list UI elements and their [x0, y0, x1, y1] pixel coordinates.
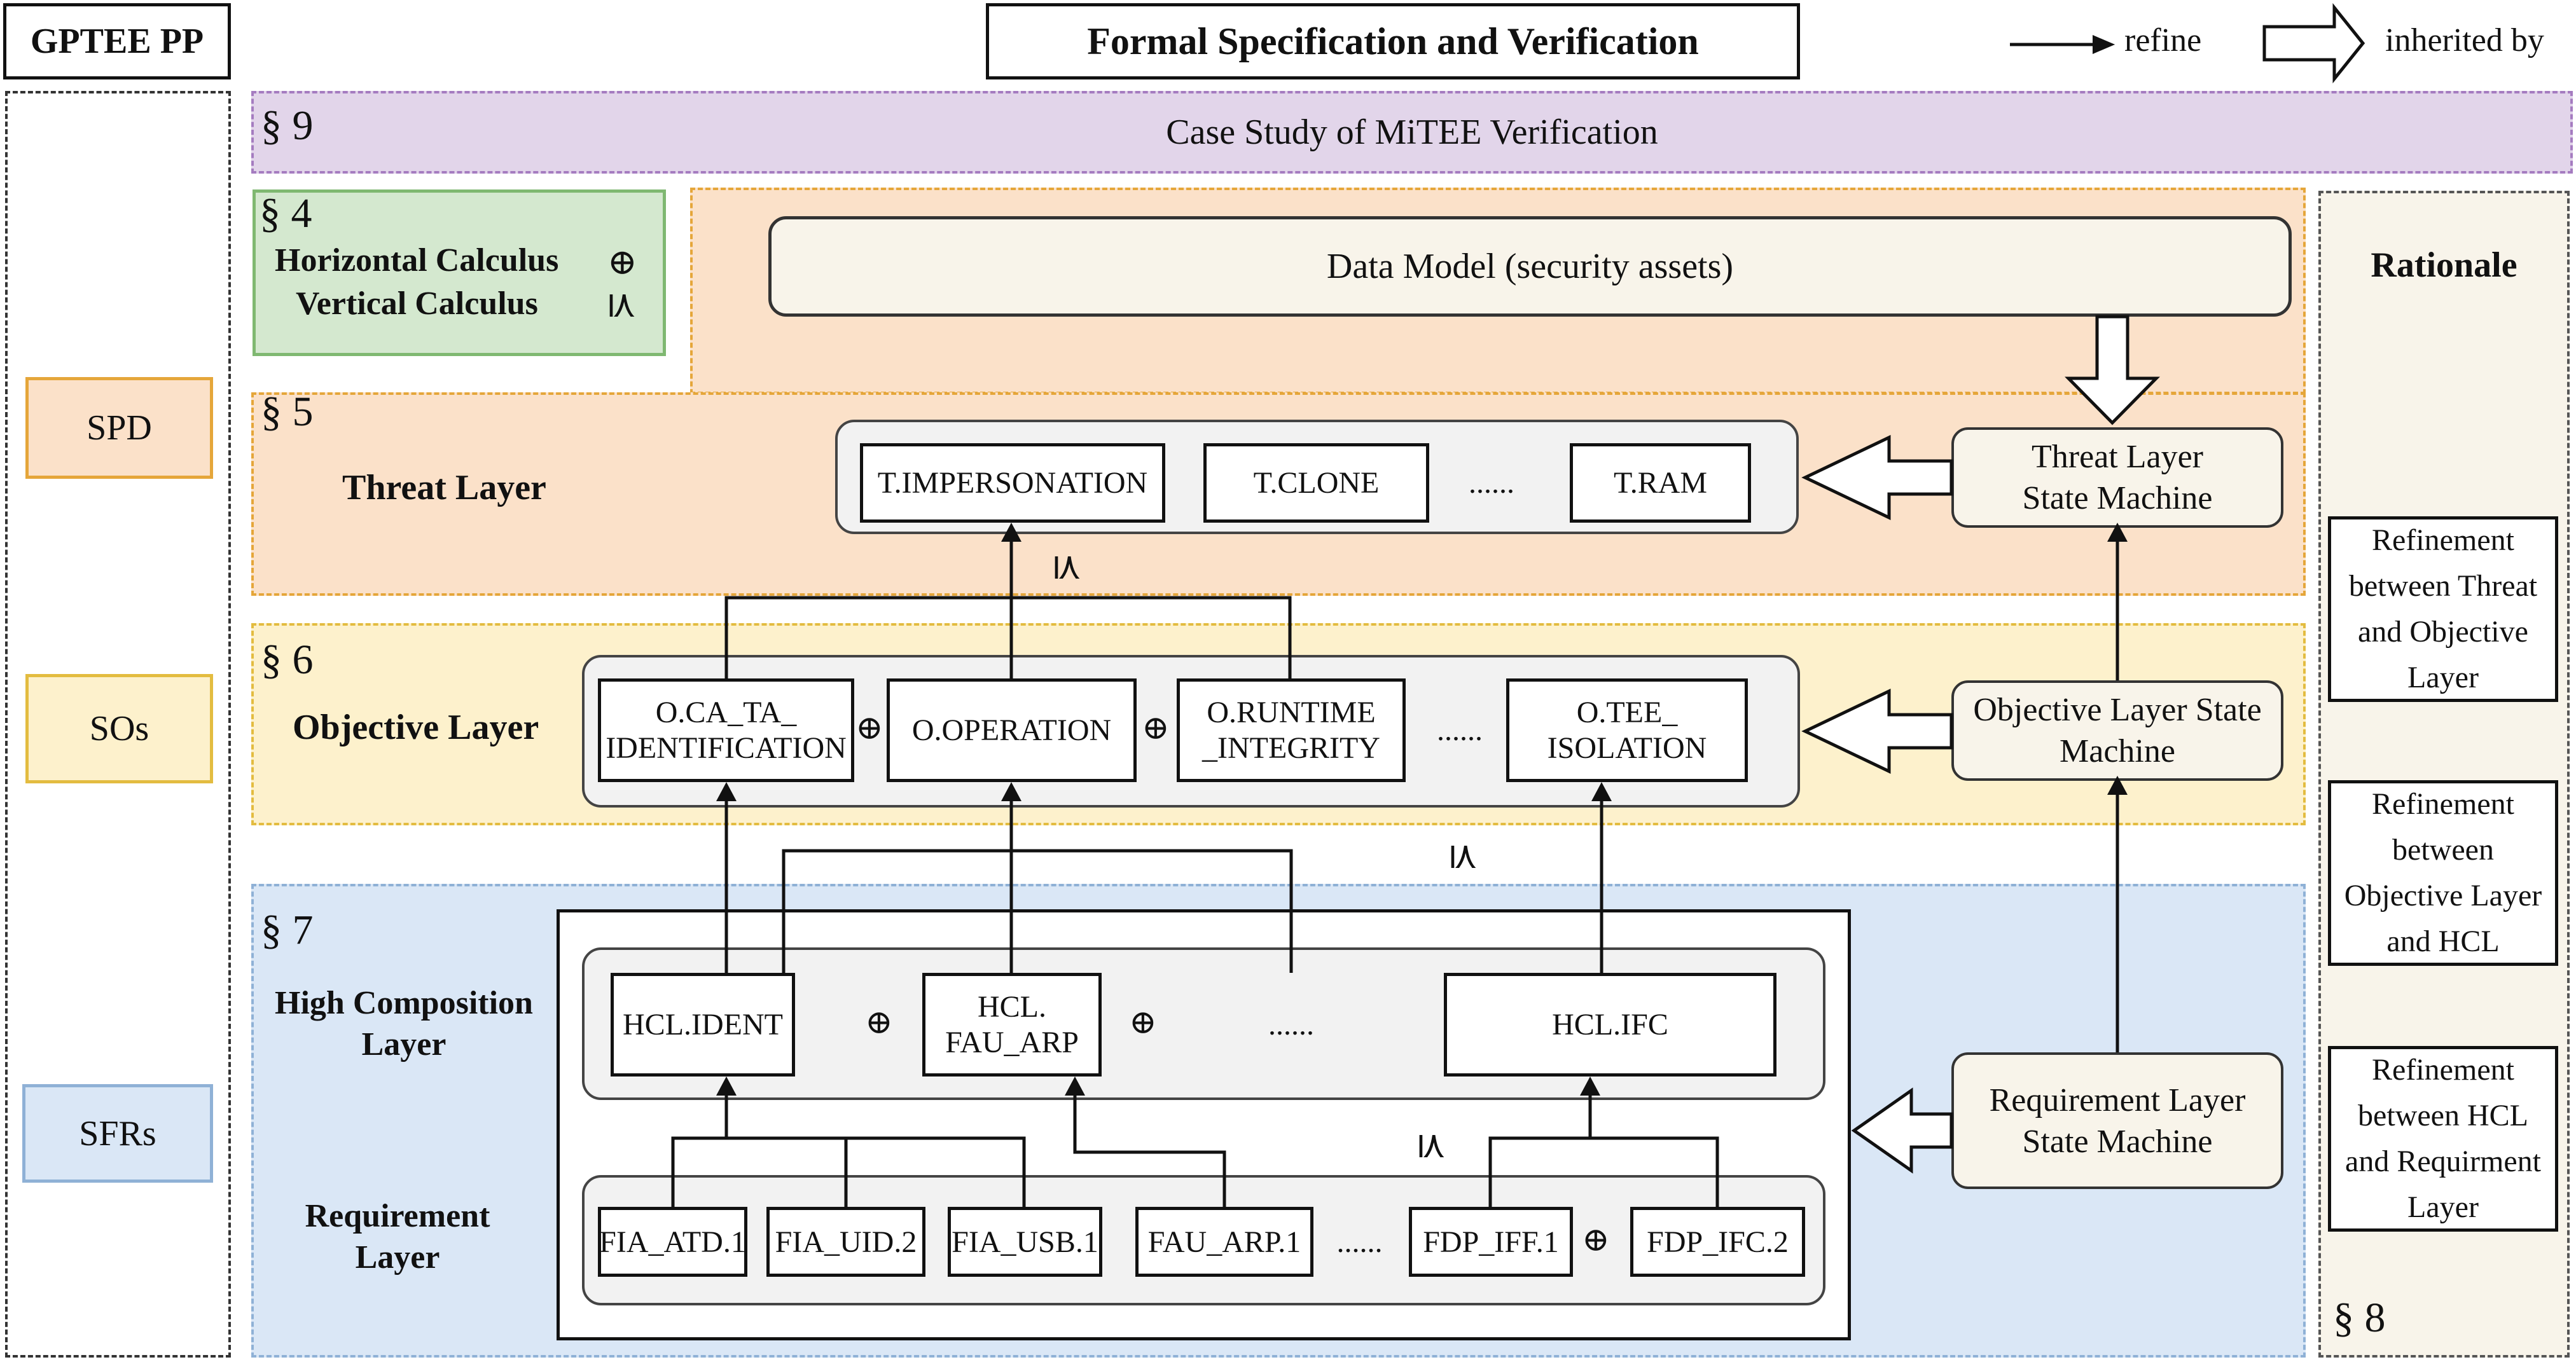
req-item-ellipsis: ...... — [1336, 1225, 1383, 1259]
rationale-box-3-line-2: between HCL — [2358, 1099, 2528, 1132]
case-study-label: Case Study of MiTEE Verification — [1166, 113, 1658, 152]
pp-label: GPTEE PP — [3, 3, 231, 79]
page-title: Formal Specification and Verification — [986, 3, 1800, 79]
req-item-fdp-iff-1: FDP_IFF.1 — [1409, 1207, 1573, 1277]
rationale-box-2-line-3: Objective Layer — [2344, 879, 2542, 912]
rationale-box-2-line-2: between — [2392, 833, 2494, 867]
objective-item-operation: O.OPERATION — [887, 678, 1137, 782]
requirement-state-machine-line-2: State Machine — [2022, 1123, 2213, 1160]
vertical-refine-symbol: ⪯ — [602, 291, 642, 320]
objective-item-ca-ta-identification: O.CA_TA_ IDENTIFICATION — [598, 678, 854, 782]
rationale-box-3-line-1: Refinement — [2372, 1053, 2514, 1087]
objective-item-tee-line-2: ISOLATION — [1547, 731, 1707, 765]
hcl-item-ident: HCL.IDENT — [611, 973, 795, 1077]
rationale-box-3-line-3: and Requirment — [2345, 1145, 2541, 1178]
legend-inherited-label: inherited by — [2385, 22, 2544, 58]
objective-layer-label: Objective Layer — [293, 708, 539, 747]
data-model-box: Data Model (security assets) — [768, 216, 2292, 317]
threat-item-impersonation: T.IMPERSONATION — [860, 443, 1165, 523]
objective-item-ca-ta-line-2: IDENTIFICATION — [606, 731, 847, 765]
arrowheads — [2093, 35, 2115, 54]
legend-arrowhead-fill — [2099, 38, 2115, 51]
requirement-layer-label-line-1: Requirement — [305, 1198, 490, 1234]
legend-inherited-arrow — [2262, 3, 2365, 84]
rationale-box-hcl-requirement: Refinement between HCL and Requirment La… — [2328, 1046, 2558, 1232]
threat-item-ellipsis: ...... — [1469, 466, 1514, 500]
objective-item-runtime-line-2: _INTEGRITY — [1202, 731, 1380, 765]
requirement-layer-label: Requirement Layer — [264, 1195, 531, 1278]
rationale-box-1-line-1: Refinement — [2372, 523, 2514, 557]
rationale-box-1-line-2: between Threat — [2348, 569, 2538, 603]
objective-item-tee-isolation: O.TEE_ ISOLATION — [1506, 678, 1748, 782]
objective-item-runtime-line-1: O.RUNTIME — [1207, 696, 1376, 730]
threat-item-ram: T.RAM — [1570, 443, 1751, 523]
rationale-box-1-line-3: and Objective — [2358, 615, 2528, 649]
calculus-region — [253, 189, 666, 356]
sfrs-label: SFRs — [22, 1084, 213, 1183]
requirement-refine-symbol: ⪯ — [1411, 1131, 1451, 1161]
objective-item-runtime-integrity: O.RUNTIME _INTEGRITY — [1177, 678, 1406, 782]
rationale-box-3-line-4: Layer — [2407, 1190, 2479, 1224]
objective-refine-symbol: ⪯ — [1443, 842, 1483, 872]
horizontal-plus-symbol: ⊕ — [607, 243, 637, 282]
objective-section-number: § 6 — [261, 636, 314, 683]
calculus-section-number: § 4 — [260, 190, 312, 237]
objective-state-machine-line-1: Objective Layer State — [1973, 692, 2262, 728]
threat-state-machine: Threat Layer State Machine — [1951, 427, 2283, 528]
case-study-section-number: § 9 — [261, 102, 314, 149]
req-item-fia-usb-1: FIA_USB.1 — [948, 1207, 1102, 1277]
horizontal-calculus-label: Horizontal Calculus — [275, 242, 559, 279]
rationale-box-2-line-4: and HCL — [2386, 925, 2500, 958]
req-item-fdp-ifc-2: FDP_IFC.2 — [1630, 1207, 1805, 1277]
threat-section-number: § 5 — [261, 389, 314, 435]
rationale-box-2-line-1: Refinement — [2372, 787, 2514, 821]
threat-state-machine-line-1: Threat Layer — [2032, 439, 2203, 475]
objective-state-machine: Objective Layer State Machine — [1951, 680, 2283, 781]
threat-state-machine-line-2: State Machine — [2022, 480, 2213, 516]
hcl-item-fau-arp-line-1: HCL. — [978, 990, 1046, 1024]
requirement-section-number: § 7 — [261, 907, 314, 953]
threat-item-clone: T.CLONE — [1203, 443, 1429, 523]
threat-layer-label: Threat Layer — [342, 468, 546, 507]
objective-item-ca-ta-line-1: O.CA_TA_ — [655, 696, 797, 730]
legend-refine-arrowhead — [2093, 35, 2115, 54]
legend-refine-label: refine — [2124, 22, 2202, 58]
objective-state-machine-line-2: Machine — [2060, 733, 2175, 769]
hcl-plus-2: ⊕ — [1129, 1005, 1157, 1041]
objective-plus-1: ⊕ — [855, 710, 883, 746]
hcl-layer-label-line-2: Layer — [361, 1026, 447, 1063]
spd-label: SPD — [25, 377, 213, 479]
rationale-title: Rationale — [2371, 245, 2517, 285]
objective-item-ellipsis: ...... — [1437, 713, 1483, 747]
req-item-fau-arp-1: FAU_ARP.1 — [1135, 1207, 1313, 1277]
requirement-layer-label-line-2: Layer — [355, 1239, 440, 1276]
req-plus: ⊕ — [1582, 1222, 1610, 1258]
hcl-item-fau-arp: HCL. FAU_ARP — [922, 973, 1102, 1077]
rationale-section-number: § 8 — [2333, 1295, 2386, 1341]
req-item-fia-atd-1: FIA_ATD.1 — [598, 1207, 747, 1277]
threat-refine-symbol: ⪯ — [1047, 553, 1087, 582]
hcl-item-ifc: HCL.IFC — [1444, 973, 1776, 1077]
objective-plus-2: ⊕ — [1142, 710, 1170, 746]
rationale-box-1-line-4: Layer — [2407, 661, 2479, 694]
requirement-state-machine-line-1: Requirement Layer — [1989, 1082, 2246, 1118]
objective-item-tee-line-1: O.TEE_ — [1576, 696, 1678, 730]
rationale-box-objective-hcl: Refinement between Objective Layer and H… — [2328, 780, 2558, 966]
hcl-item-ellipsis: ...... — [1268, 1008, 1314, 1042]
requirement-state-machine: Requirement Layer State Machine — [1951, 1052, 2283, 1189]
vertical-calculus-label: Vertical Calculus — [296, 285, 538, 322]
req-item-fia-uid-2: FIA_UID.2 — [766, 1207, 925, 1277]
sos-label: SOs — [25, 674, 213, 783]
left-column — [5, 91, 231, 1358]
hcl-layer-label-line-1: High Composition — [275, 985, 533, 1021]
hcl-plus-1: ⊕ — [865, 1005, 893, 1041]
hcl-layer-label: High Composition Layer — [264, 982, 544, 1065]
case-study-region — [251, 91, 2573, 174]
rationale-box-threat-objective: Refinement between Threat and Objective … — [2328, 516, 2558, 702]
hcl-item-fau-arp-line-2: FAU_ARP — [945, 1025, 1079, 1059]
